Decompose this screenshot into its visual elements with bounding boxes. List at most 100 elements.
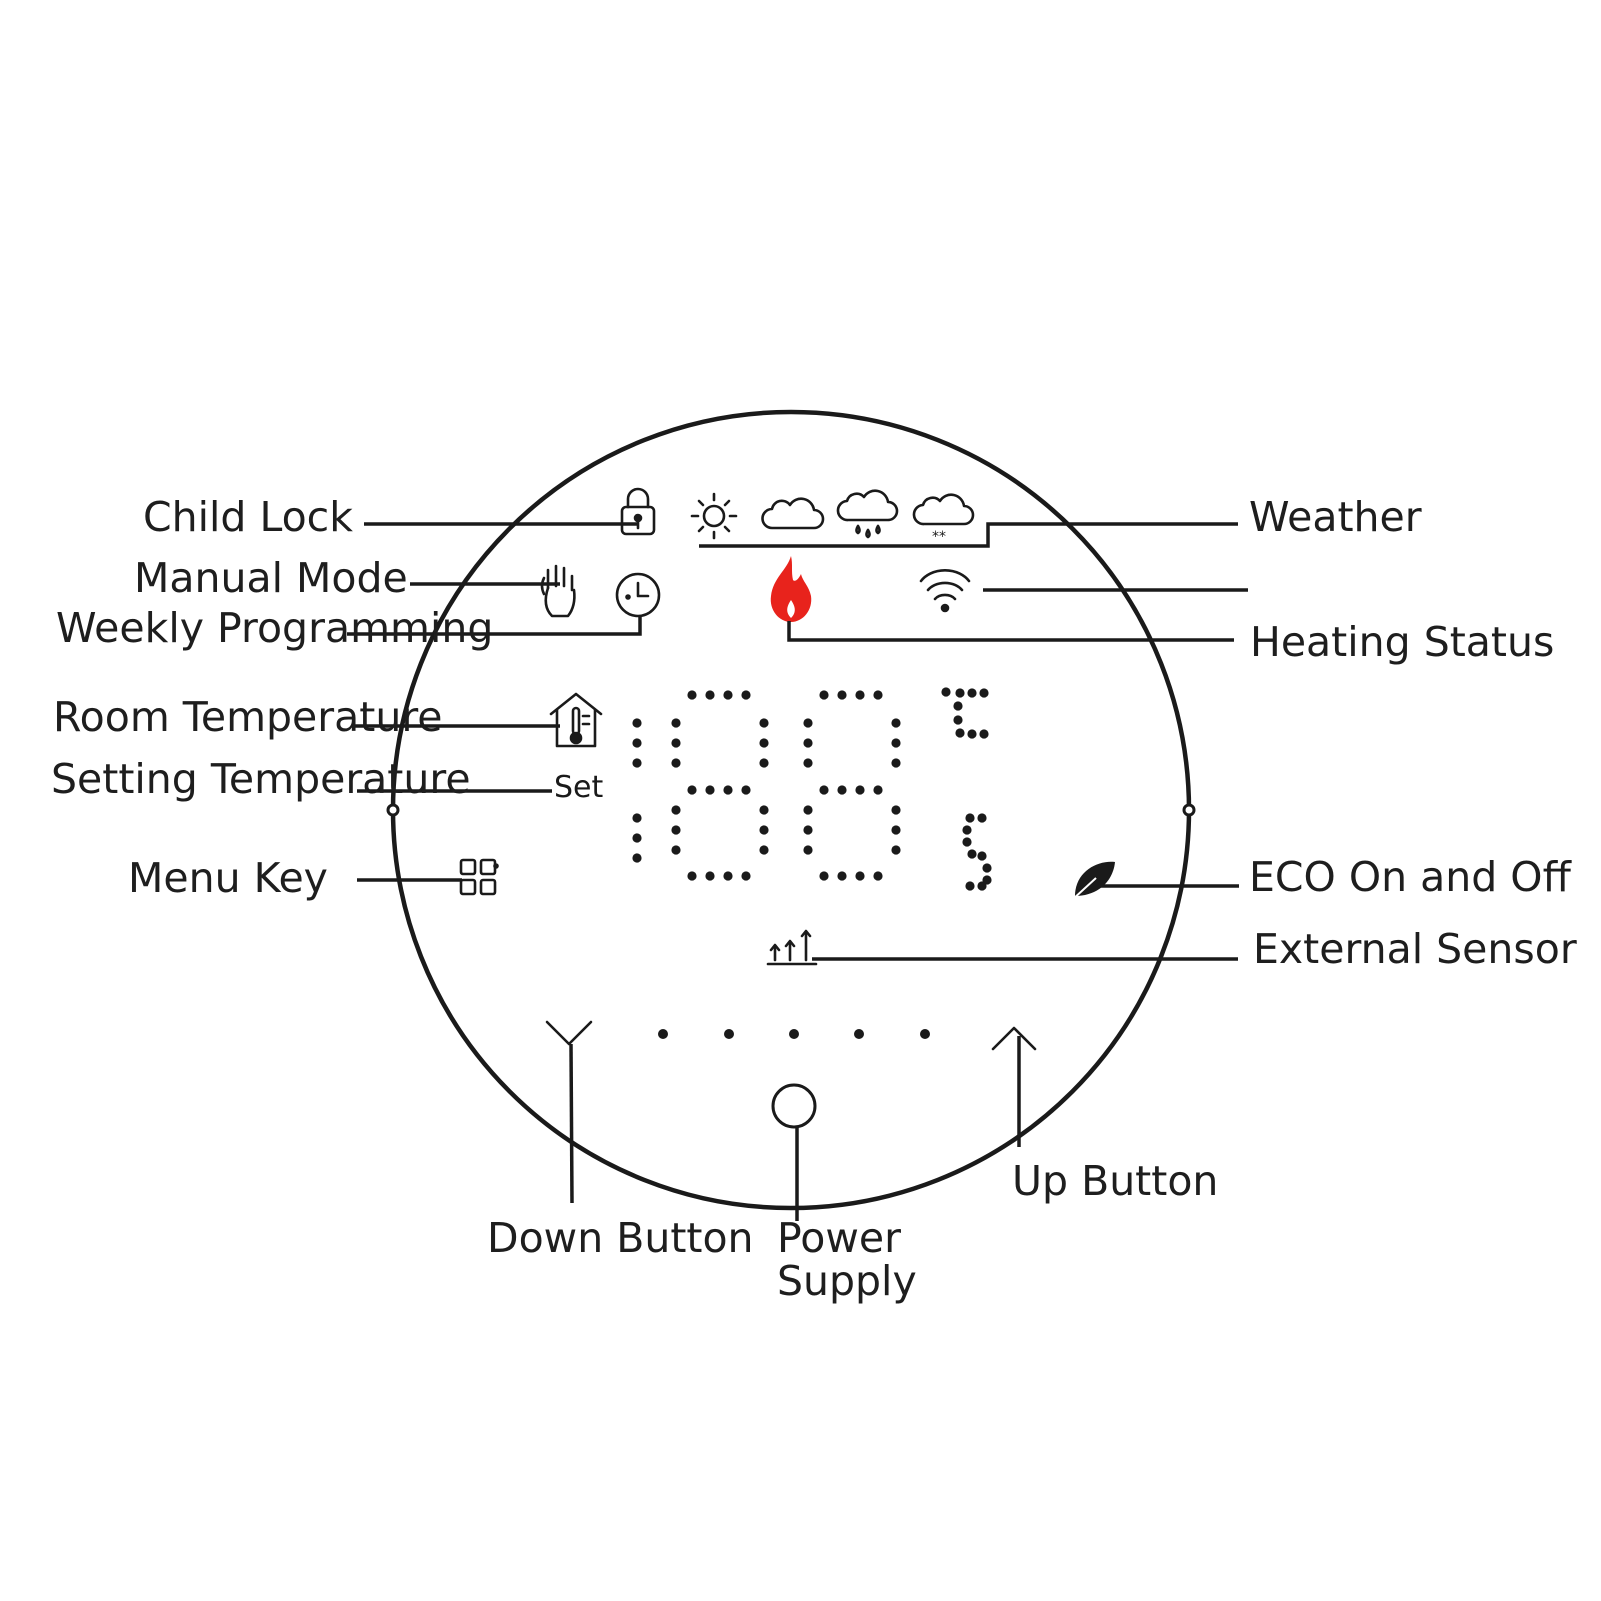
menu-grid-icon xyxy=(459,858,499,896)
upper-digit-2-dot xyxy=(837,785,847,795)
lower-digit-1-dot xyxy=(759,825,769,835)
label-power-supply-line2: Supply xyxy=(777,1257,917,1305)
dot-matrix-display xyxy=(632,687,992,891)
label-eco: ECO On and Off xyxy=(1249,853,1573,901)
leader-heating-status xyxy=(787,621,1234,642)
celsius-degree-dot xyxy=(941,687,951,697)
sun-icon xyxy=(690,492,738,540)
label-external-sensor: External Sensor xyxy=(1253,925,1577,973)
upper-digit-2-dot xyxy=(837,690,847,700)
upper-digit-1-dot xyxy=(705,785,715,795)
upper-digit-2-dot xyxy=(855,690,865,700)
snow-cloud-icon: ** xyxy=(912,493,975,545)
lower-digit-2-dot xyxy=(803,825,813,835)
label-weather: Weather xyxy=(1249,493,1422,541)
chevron-down-icon[interactable] xyxy=(545,1020,593,1046)
celsius-c-dot xyxy=(979,688,989,698)
label-weekly-programming: Weekly Programming xyxy=(56,604,493,652)
leader-weekly-programming xyxy=(347,616,642,636)
celsius-c-dot xyxy=(967,729,977,739)
upper-digit-2-dot xyxy=(873,785,883,795)
upper-digit-1-dot xyxy=(723,785,733,795)
wifi-icon xyxy=(919,569,971,613)
label-manual-mode: Manual Mode xyxy=(134,554,408,602)
seconds-s-dot xyxy=(962,837,972,847)
leader-weather xyxy=(699,522,1238,548)
upper-digit-2-dot xyxy=(819,690,829,700)
label-child-lock: Child Lock xyxy=(143,493,353,541)
digit-one-upper-dot xyxy=(632,718,642,728)
celsius-c-dot xyxy=(953,701,963,711)
seconds-s-dot xyxy=(977,813,987,823)
digit-one-upper-dot xyxy=(632,738,642,748)
lower-digit-2-dot xyxy=(891,805,901,815)
arrow-up-icon[interactable] xyxy=(991,1026,1037,1051)
celsius-c-dot xyxy=(979,729,989,739)
celsius-c-dot xyxy=(955,728,965,738)
upper-digit-2-dot xyxy=(891,738,901,748)
label-menu-key: Menu Key xyxy=(128,854,328,902)
upper-digit-2-dot xyxy=(891,758,901,768)
label-setting-temperature: Setting Temperature xyxy=(51,755,471,803)
upper-digit-1-dot xyxy=(671,718,681,728)
lower-digit-2-dot xyxy=(837,871,847,881)
upper-digit-1-dot xyxy=(741,785,751,795)
label-heating-status: Heating Status xyxy=(1250,618,1554,666)
seconds-s-dot xyxy=(977,851,987,861)
lower-digit-2-dot xyxy=(819,871,829,881)
lock-icon xyxy=(620,487,656,536)
lower-digit-1-dot xyxy=(671,845,681,855)
lower-digit-2-dot xyxy=(891,825,901,835)
upper-digit-2-dot xyxy=(819,785,829,795)
external-sensor-icon xyxy=(766,929,818,966)
upper-digit-1-dot xyxy=(687,690,697,700)
touch-slider-dots[interactable] xyxy=(658,1029,930,1039)
seconds-s-dot xyxy=(982,863,992,873)
upper-digit-2-dot xyxy=(855,785,865,795)
rain-cloud-icon xyxy=(836,489,899,539)
upper-digit-2-dot xyxy=(803,718,813,728)
upper-digit-1-dot xyxy=(705,690,715,700)
digit-one-upper-dot xyxy=(632,758,642,768)
hand-icon xyxy=(540,564,576,618)
leader-down-button xyxy=(569,1043,574,1204)
lower-digit-2-dot xyxy=(803,805,813,815)
upper-digit-1-dot xyxy=(687,785,697,795)
upper-digit-2-dot xyxy=(803,758,813,768)
upper-digit-1-dot xyxy=(723,690,733,700)
lower-digit-1-dot xyxy=(671,825,681,835)
digit-one-lower-dot xyxy=(632,813,642,823)
lower-digit-2-dot xyxy=(803,845,813,855)
lower-digit-2-dot xyxy=(891,845,901,855)
seconds-s-dot xyxy=(977,881,987,891)
thermostat-face xyxy=(390,409,1192,1211)
lower-digit-1-dot xyxy=(687,871,697,881)
upper-digit-1-dot xyxy=(671,738,681,748)
seconds-s-dot xyxy=(962,825,972,835)
celsius-c-dot xyxy=(953,715,963,725)
upper-digit-1-dot xyxy=(671,758,681,768)
upper-digit-1-dot xyxy=(759,738,769,748)
cloud-icon xyxy=(761,497,825,530)
upper-digit-2-dot xyxy=(803,738,813,748)
power-button-icon[interactable] xyxy=(771,1083,817,1129)
lower-digit-1-dot xyxy=(705,871,715,881)
upper-digit-2-dot xyxy=(891,718,901,728)
clock-icon xyxy=(615,572,661,618)
lower-digit-1-dot xyxy=(759,845,769,855)
celsius-c-dot xyxy=(967,688,977,698)
side-notch-left xyxy=(386,803,400,817)
label-power-supply-line1: Power xyxy=(777,1214,901,1262)
seconds-s-dot xyxy=(967,849,977,859)
leaf-icon xyxy=(1071,861,1115,901)
side-notch-right xyxy=(1182,803,1196,817)
upper-digit-1-dot xyxy=(759,758,769,768)
leader-lines xyxy=(347,522,1248,1221)
label-down-button: Down Button xyxy=(487,1214,754,1262)
lower-digit-1-dot xyxy=(723,871,733,881)
upper-digit-1-dot xyxy=(741,690,751,700)
lower-digit-1-dot xyxy=(741,871,751,881)
svg-text:**: ** xyxy=(932,529,946,545)
upper-digit-2-dot xyxy=(873,690,883,700)
